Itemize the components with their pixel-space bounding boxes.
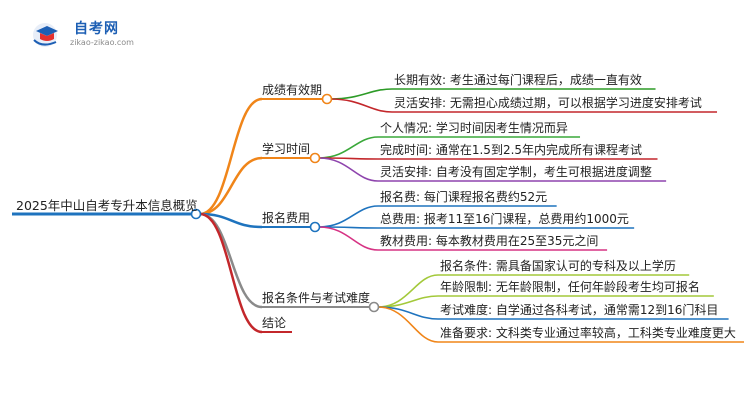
child-topic[interactable]: 报名费: 每门课程报名费约52元 bbox=[380, 190, 548, 204]
child-topic[interactable]: 个人情况: 学习时间因考生情况而异 bbox=[380, 121, 568, 135]
branch-connector bbox=[199, 212, 263, 309]
logo-swoosh bbox=[33, 39, 57, 46]
root-node bbox=[190, 208, 202, 220]
branch-topic[interactable]: 成绩有效期 bbox=[262, 83, 323, 97]
logo-url: zikao-zikao.com bbox=[70, 38, 134, 47]
branch-node bbox=[321, 93, 333, 105]
branch-connector bbox=[199, 212, 263, 334]
branch-node bbox=[309, 152, 321, 164]
site-logo[interactable]: 自考网 zikao-zikao.com bbox=[30, 16, 150, 52]
child-connector bbox=[330, 88, 393, 100]
cap-band bbox=[40, 33, 54, 41]
child-topic[interactable]: 长期有效: 考生通过每门课程后，成绩一直有效 bbox=[394, 73, 642, 87]
branch-connector bbox=[199, 212, 263, 229]
child-topic[interactable]: 准备要求: 文科类专业通过率较高，工科类专业难度更大 bbox=[440, 326, 736, 340]
branch-node bbox=[368, 301, 380, 313]
logo-title: 自考网 bbox=[74, 21, 119, 37]
child-connector bbox=[318, 205, 379, 228]
child-connector bbox=[318, 226, 379, 251]
child-topic[interactable]: 完成时间: 通常在1.5到2.5年内完成所有课程考试 bbox=[380, 143, 643, 157]
child-topic[interactable]: 年龄限制: 无年龄限制，任何年龄段考生均可报名 bbox=[440, 280, 700, 294]
branch-topic[interactable]: 报名费用 bbox=[262, 211, 311, 225]
child-connector bbox=[377, 306, 439, 343]
child-topic[interactable]: 总费用: 报考11至16门课程，总费用约1000元 bbox=[380, 212, 629, 226]
branch-connector bbox=[199, 97, 263, 216]
cap-top bbox=[36, 26, 58, 36]
child-connector bbox=[318, 157, 379, 182]
child-topic[interactable]: 灵活安排: 自考没有固定学制，考生可根据进度调整 bbox=[380, 165, 652, 179]
branch-node bbox=[309, 221, 321, 233]
child-topic[interactable]: 报名条件: 需具备国家认可的专科及以上学历 bbox=[440, 259, 676, 273]
child-connector bbox=[330, 98, 393, 113]
branch-topic[interactable]: 报名条件与考试难度 bbox=[262, 291, 371, 305]
branch-connector bbox=[199, 156, 263, 216]
root-topic[interactable]: 2025年中山自考专升本信息概览 bbox=[16, 198, 198, 213]
branch-topic[interactable]: 学习时间 bbox=[262, 142, 311, 156]
child-topic[interactable]: 教材费用: 每本教材费用在25至35元之间 bbox=[380, 234, 599, 248]
child-topic[interactable]: 灵活安排: 无需担心成绩过期，可以根据学习进度安排考试 bbox=[394, 96, 702, 110]
branch-topic[interactable]: 结论 bbox=[262, 316, 287, 330]
child-connector bbox=[318, 136, 379, 159]
graduation-cap-icon bbox=[33, 23, 58, 47]
child-topic[interactable]: 考试难度: 自学通过各科考试，通常需12到16门科目 bbox=[440, 303, 719, 317]
